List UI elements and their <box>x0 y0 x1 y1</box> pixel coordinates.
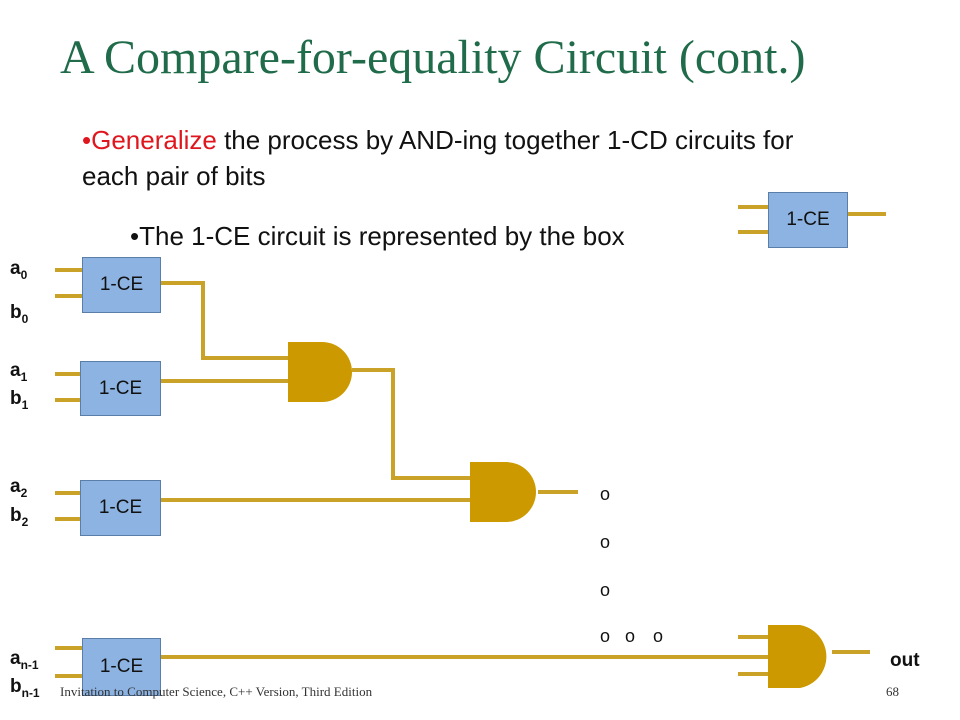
label-a0: a0 <box>10 258 28 282</box>
and-gate-1 <box>288 342 352 402</box>
footer-text: Invitation to Computer Science, C++ Vers… <box>60 684 373 699</box>
legend-1ce-box: 1-CE <box>768 192 848 248</box>
wire-ce0-to-gate1 <box>160 281 288 360</box>
label-an-1: an-1 <box>10 648 39 672</box>
bullet-text: the process by AND-ing together 1-CD cir… <box>82 125 794 191</box>
ce-box-n-1: 1-CE <box>82 638 161 696</box>
box-label: 1-CE <box>99 656 144 677</box>
ce-box-1: 1-CE <box>80 361 161 416</box>
label-bn-1: bn-1 <box>10 676 40 700</box>
label-a1: a1 <box>10 360 28 384</box>
ellipsis-dot-3: o <box>600 580 611 600</box>
box-label: 1-CE <box>786 209 830 230</box>
bullet-generalize: •Generalize the process by AND-ing toget… <box>82 122 842 194</box>
and-gate-final <box>768 625 827 688</box>
bullet-marker: • <box>82 125 92 155</box>
ellipsis-dot-2: o <box>600 532 611 552</box>
ce-box-2: 1-CE <box>80 480 161 536</box>
page-number: 68 <box>886 684 899 699</box>
label-b0: b0 <box>10 302 29 326</box>
and-gate-2 <box>470 462 536 522</box>
output-label: out <box>890 650 920 671</box>
label-a2: a2 <box>10 476 28 500</box>
box-label: 1-CE <box>99 274 144 295</box>
label-b2: b2 <box>10 505 29 529</box>
bullet-representation: •The 1-CE circuit is represented by the … <box>130 221 625 251</box>
box-label: 1-CE <box>98 377 143 399</box>
ellipsis-dot-6: o <box>653 626 664 646</box>
slide-title: A Compare-for-equality Circuit (cont.) <box>60 31 806 84</box>
ellipsis-dot-4: o <box>600 626 611 646</box>
ellipsis-dot-5: o <box>625 626 636 646</box>
label-b1: b1 <box>10 388 29 412</box>
wire-gate1-to-gate2 <box>352 368 470 480</box>
ce-box-0: 1-CE <box>82 257 161 313</box>
box-label: 1-CE <box>98 497 143 518</box>
highlight-word: Generalize <box>91 125 217 155</box>
ellipsis-dot-1: o <box>600 484 611 504</box>
